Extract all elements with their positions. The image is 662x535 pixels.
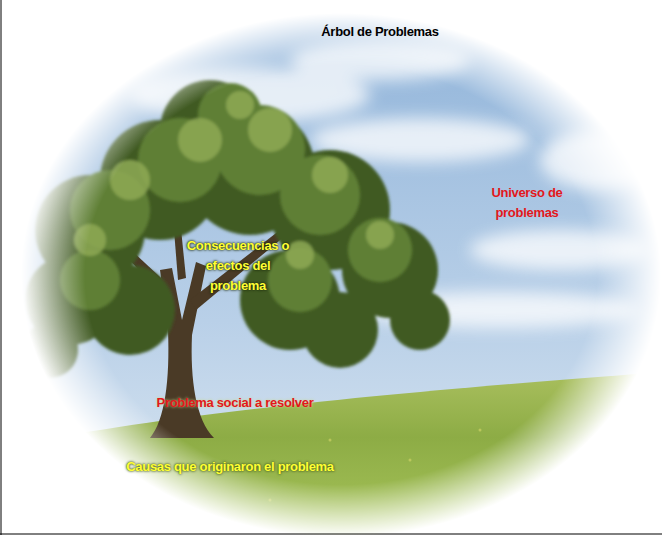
causes-label: Causas que originaron el problema xyxy=(118,457,342,477)
effects-label: Consecuencias o efectos del problema xyxy=(176,236,300,296)
diagram-title: Árbol de Problemas xyxy=(270,22,490,42)
problem-label: Problema social a resolver xyxy=(148,393,322,413)
tree-canopy xyxy=(22,80,450,378)
hill xyxy=(0,372,662,535)
universe-label: Universo de problemas xyxy=(470,183,584,223)
clouds xyxy=(130,40,660,328)
